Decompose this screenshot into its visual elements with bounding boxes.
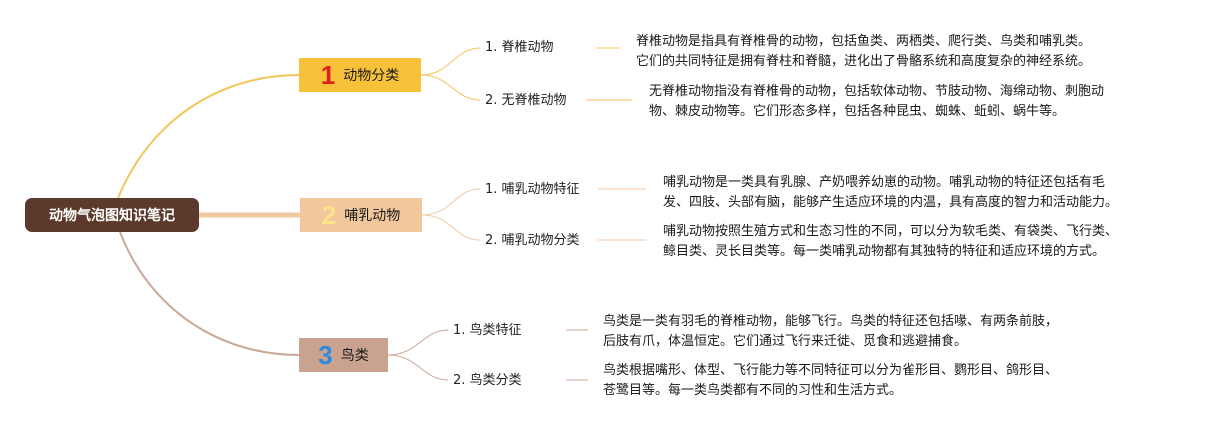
desc-line: 无脊椎动物指没有脊椎骨的动物，包括软体动物、节肢动物、海绵动物、刺胞动 — [649, 84, 1105, 99]
branch-label: 哺乳动物 — [344, 208, 401, 224]
desc-line: 鸟类根据嘴形、体型、飞行能力等不同特征可以分为雀形目、鹦形目、鸽形目、 — [603, 363, 1059, 378]
connector-branch-2-sub-2 — [421, 214, 481, 241]
sub-node-invertebrates[interactable]: 2. 无脊椎动物 — [485, 93, 567, 108]
sub-node-bird-classification[interactable]: 2. 鸟类分类 — [453, 373, 522, 388]
connector-branch-2-sub-1 — [421, 188, 481, 216]
desc-bird-features: 鸟类是一类有羽毛的脊椎动物，能够飞行。鸟类的特征还包括喙、有两条前肢， 后肢有爪… — [603, 312, 1058, 352]
branch-label: 鸟类 — [340, 348, 369, 364]
sub-node-mammal-features[interactable]: 1. 哺乳动物特征 — [485, 182, 580, 197]
desc-line: 物、棘皮动物等。它们形态多样，包括各种昆虫、蜘蛛、蚯蚓、蜗牛等。 — [649, 104, 1066, 119]
root-node-label: 动物气泡图知识笔记 — [49, 208, 175, 224]
desc-line: 鲸目类、灵长目类等。每一类哺乳动物都有其独特的特征和适应环境的方式。 — [663, 244, 1106, 259]
branch-label: 动物分类 — [343, 68, 400, 84]
sub-node-bird-features[interactable]: 1. 鸟类特征 — [453, 323, 522, 338]
desc-line: 脊椎动物是指具有脊椎骨的动物，包括鱼类、两栖类、爬行类、鸟类和哺乳类。 — [636, 34, 1092, 49]
connector-branch-1-sub-2 — [420, 74, 481, 101]
connector-branch-1-sub-1 — [420, 47, 481, 76]
desc-line: 哺乳动物按照生殖方式和生态习性的不同，可以分为软毛类、有袋类、飞行类、 — [663, 224, 1119, 239]
desc-line: 发、四肢、头部有脑，能够产生适应环境的内温，具有高度的智力和活动能力。 — [663, 195, 1119, 210]
desc-line: 它们的共同特征是拥有脊柱和脊髓，进化出了骨骼系统和高度复杂的神经系统。 — [636, 54, 1092, 69]
desc-line: 鸟类是一类有羽毛的脊椎动物，能够飞行。鸟类的特征还包括喙、有两条前肢， — [603, 314, 1059, 329]
branch-node-animal-classification[interactable]: 1 动物分类 — [299, 58, 421, 92]
desc-vertebrates: 脊椎动物是指具有脊椎骨的动物，包括鱼类、两栖类、爬行类、鸟类和哺乳类。 它们的共… — [636, 32, 1091, 72]
connector-branch-3-sub-1 — [387, 329, 449, 356]
desc-invertebrates: 无脊椎动物指没有脊椎骨的动物，包括软体动物、节肢动物、海绵动物、刺胞动 物、棘皮… — [649, 82, 1104, 122]
desc-bird-classification: 鸟类根据嘴形、体型、飞行能力等不同特征可以分为雀形目、鹦形目、鸽形目、 苍鹭目等… — [603, 361, 1058, 401]
sub-node-mammal-classification[interactable]: 2. 哺乳动物分类 — [485, 233, 580, 248]
connector-branch-3-sub-2 — [387, 354, 449, 381]
branch-node-birds[interactable]: 3 鸟类 — [299, 338, 388, 372]
root-node[interactable]: 动物气泡图知识笔记 — [25, 198, 199, 232]
desc-line: 哺乳动物是一类具有乳腺、产奶喂养幼崽的动物。哺乳动物的特征还包括有毛 — [663, 175, 1106, 190]
sub-node-vertebrates[interactable]: 1. 脊椎动物 — [485, 40, 554, 55]
branch-node-mammals[interactable]: 2 哺乳动物 — [300, 198, 422, 232]
branch-number-2: 2 — [321, 200, 337, 230]
branch-number-1: 1 — [320, 60, 336, 90]
desc-line: 后肢有爪，体温恒定。它们通过飞行来迁徙、觅食和逃避捕食。 — [603, 334, 968, 349]
connector-root-branch-1 — [117, 74, 300, 199]
branch-number-3: 3 — [318, 340, 333, 370]
connector-root-branch-3 — [119, 231, 300, 356]
desc-mammal-features: 哺乳动物是一类具有乳腺、产奶喂养幼崽的动物。哺乳动物的特征还包括有毛 发、四肢、… — [663, 173, 1118, 213]
desc-line: 苍鹭目等。每一类鸟类都有不同的习性和生活方式。 — [603, 383, 903, 398]
desc-mammal-classification: 哺乳动物按照生殖方式和生态习性的不同，可以分为软毛类、有袋类、飞行类、 鲸目类、… — [663, 222, 1118, 262]
